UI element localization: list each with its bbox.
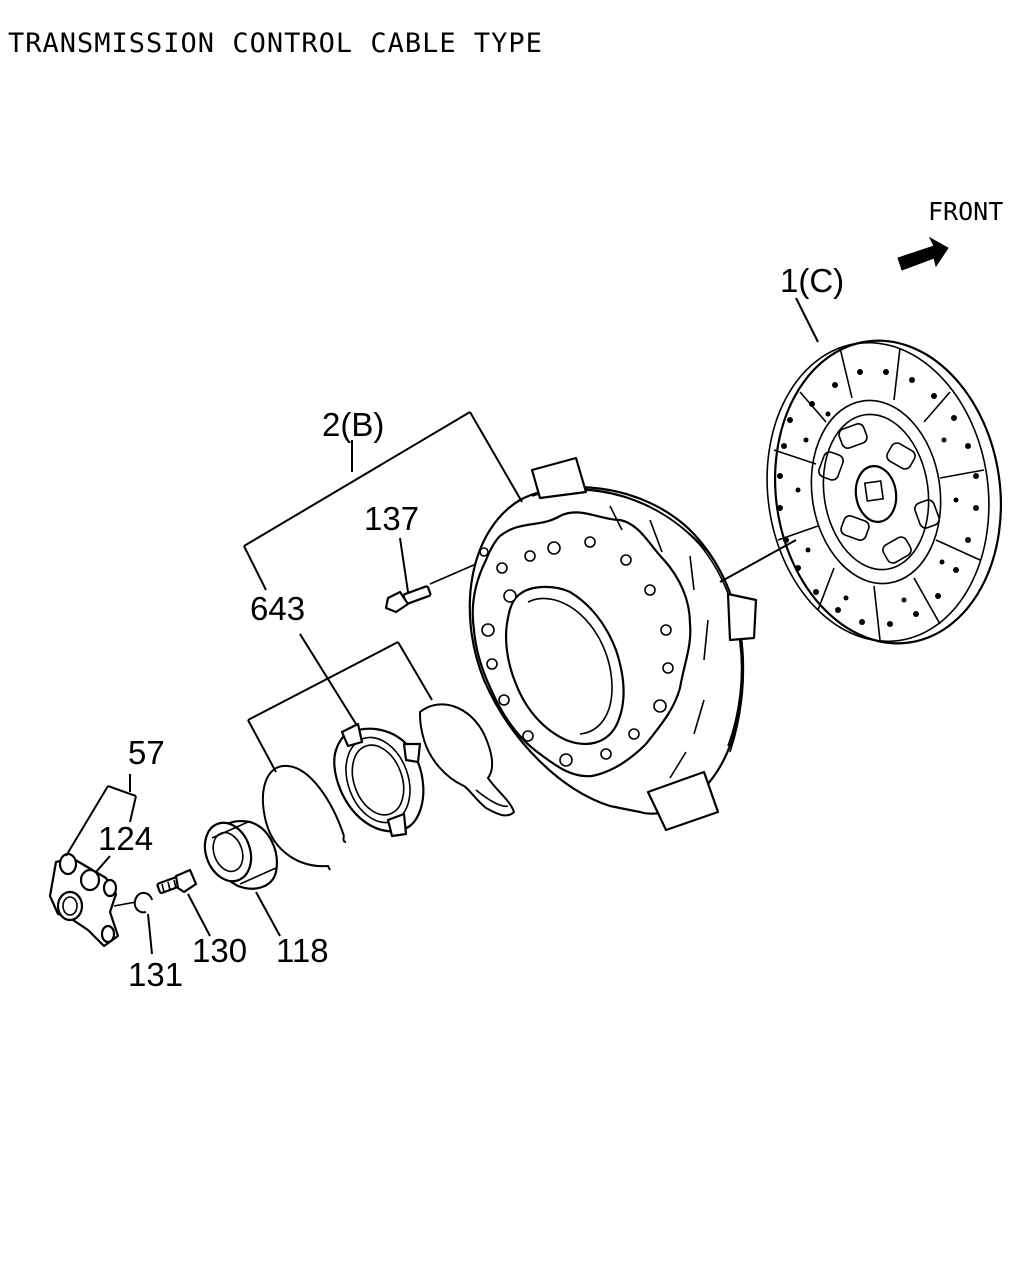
callout-137: 137 xyxy=(364,500,419,537)
callout-643: 643 xyxy=(250,590,305,627)
callout-131: 131 xyxy=(128,956,183,993)
release-fork-57 xyxy=(48,852,137,948)
clip-131 xyxy=(133,892,153,914)
bushing-124 xyxy=(79,868,101,892)
diagram-title: TRANSMISSION CONTROL CABLE TYPE xyxy=(8,28,543,59)
release-bearing-118 xyxy=(203,820,278,890)
leader-lines xyxy=(65,297,819,955)
pivot-bolt-130 xyxy=(156,868,198,894)
wire-spring-clip xyxy=(418,703,516,817)
callout-124: 124 xyxy=(98,820,153,857)
callout-1c: 1(C) xyxy=(780,262,844,299)
callout-2b: 2(B) xyxy=(322,406,384,443)
snap-ring xyxy=(262,764,347,871)
bolt-137 xyxy=(384,563,477,614)
bearing-retainer xyxy=(333,722,425,838)
front-arrow-icon xyxy=(897,236,949,271)
callout-118: 118 xyxy=(276,932,329,969)
clutch-cover xyxy=(468,456,758,832)
clutch-disc xyxy=(766,339,1003,645)
front-label: FRONT xyxy=(928,197,1003,226)
callout-57: 57 xyxy=(128,734,165,771)
callout-130: 130 xyxy=(192,932,247,969)
